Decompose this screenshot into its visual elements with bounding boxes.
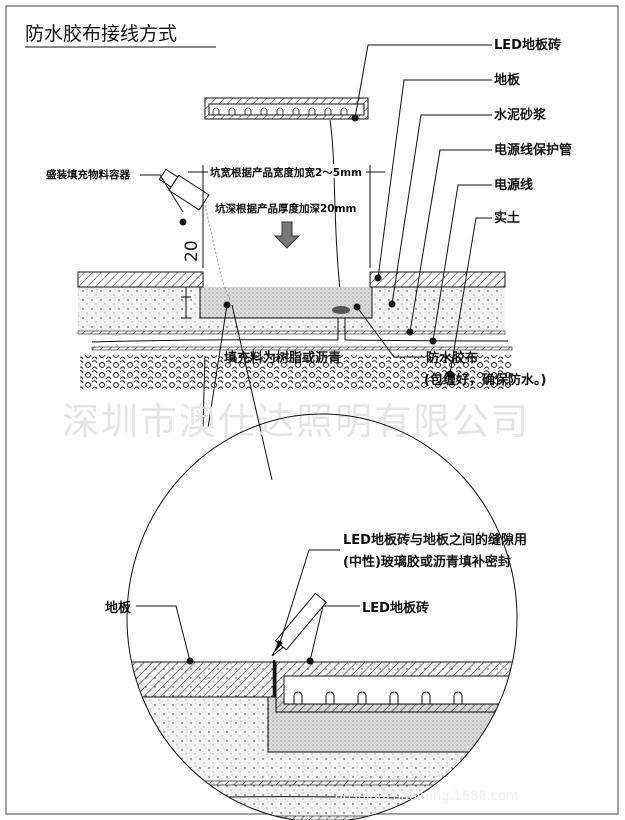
conduit-lower — [91, 346, 513, 351]
filler-container-icon — [158, 168, 210, 211]
label-solid-soil: 实土 — [494, 210, 520, 226]
leader-dots — [179, 114, 454, 378]
url-watermark: aoshidazhaoming.1688.com — [335, 789, 519, 804]
power-cord — [91, 339, 509, 343]
label-waterproof-tape: 防水胶布 — [426, 350, 478, 366]
pour-stream — [204, 204, 231, 301]
detail-floor — [127, 661, 276, 698]
floor-left — [77, 271, 204, 288]
company-watermark: 深圳市澳仕达照明有限公司 — [62, 400, 530, 443]
led-tile — [204, 97, 369, 120]
floor-right — [369, 271, 506, 288]
leader-lines — [140, 44, 492, 481]
sealant-gun-icon — [271, 592, 327, 657]
label-power-cord: 电源线 — [494, 177, 533, 193]
depth-dimension — [181, 287, 191, 319]
power-lead — [329, 119, 341, 291]
down-arrow-icon — [273, 221, 301, 249]
page-title: 防水胶布接线方式 — [25, 23, 177, 45]
pit-width-label: 坑宽根据产品宽度加宽2～5mm — [210, 166, 362, 179]
magnifier-circle — [126, 413, 518, 820]
label-gap-note-line1: LED地板砖与地板之间的缝隙用 — [343, 532, 527, 548]
label-filler: 填充料为树脂或沥青 — [224, 350, 341, 366]
conduit — [77, 330, 506, 335]
label-conduit: 电源线保护管 — [494, 142, 572, 158]
label-filler-container: 盛装填充物料容器 — [46, 168, 130, 181]
depth-value: 20 — [182, 240, 202, 262]
detail-magnified-view: LED地板砖与地板之间的缝隙用 (中性)玻璃胶或沥青填补密封 地板 LED地板砖 — [105, 413, 527, 820]
solid-soil — [80, 355, 512, 390]
cord-riser — [337, 318, 346, 340]
pit-depth-label: 坑深根据产品厚度加深20mm — [215, 202, 357, 215]
pit-width-dimension — [188, 165, 385, 268]
filler-pit — [199, 287, 373, 319]
label-gap-note-line2: (中性)玻璃胶或沥青填补密封 — [343, 554, 511, 570]
top-cross-section: 坑宽根据产品宽度加宽2～5mm 坑深根据产品厚度加深20mm 20 LED地板砖… — [46, 37, 572, 481]
label-detail-floor: 地板 — [105, 600, 132, 616]
waterproof-tape-wrap — [332, 306, 350, 314]
label-waterproof-note: (包缠好，确保防水。) — [424, 372, 546, 388]
label-cement-mortar: 水泥砂浆 — [494, 107, 547, 123]
label-floor: 地板 — [494, 72, 521, 88]
label-detail-led-tile: LED地板砖 — [362, 600, 429, 616]
label-led-tile: LED地板砖 — [494, 37, 561, 53]
